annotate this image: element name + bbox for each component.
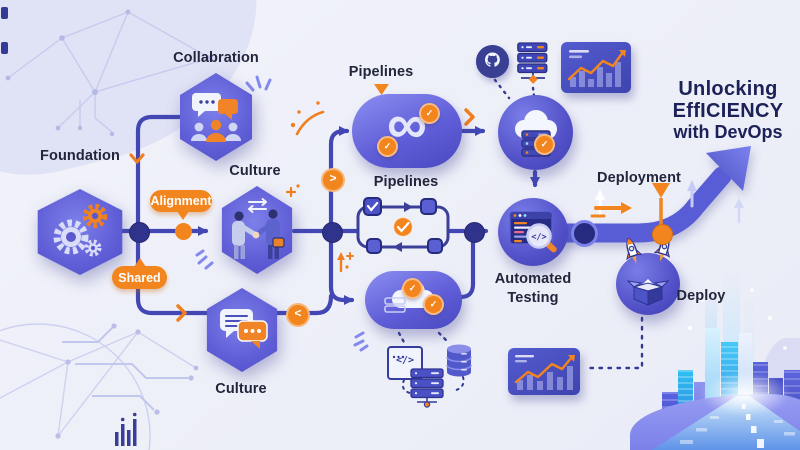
equalizer-bars: [115, 412, 137, 446]
connector-node-cloudpill: [458, 238, 476, 300]
big-arrow: [549, 146, 751, 243]
server-stack-icon: [410, 368, 444, 408]
automated-testing-circle: </>: [498, 198, 568, 266]
code-tag-glyph: </>: [531, 233, 546, 243]
connector-node-up-pipeline: [328, 126, 350, 225]
dashed-links: [397, 78, 644, 394]
check-badge: ✓: [423, 294, 444, 315]
junction-node: [129, 222, 150, 243]
flow-lines: [116, 114, 540, 316]
ring-node: [571, 220, 598, 247]
pipelines-pin: [374, 84, 389, 95]
collaboration-label: Collabration: [173, 50, 259, 66]
deploy-label: Deploy: [676, 288, 726, 304]
alignment-callout: Alignment: [150, 190, 212, 212]
chevron-right-icon: >: [329, 171, 337, 185]
foundation-label: Foundation: [40, 148, 120, 164]
connector-node-down: [328, 237, 355, 305]
chevron-right-badge: >: [321, 168, 345, 192]
deploy-circle: [616, 235, 680, 315]
workflow-loop: [356, 197, 450, 254]
analytics-card-top: [561, 42, 631, 93]
rocket-icon: [626, 237, 643, 264]
cloud-server-icon: [515, 110, 557, 157]
connector-collab-culture: [135, 114, 219, 316]
check-glyph: ✓: [429, 299, 438, 309]
title-line2: EffICIENCY: [672, 100, 784, 122]
orange-fast-arrow: [590, 202, 632, 218]
road-markings: [680, 404, 795, 448]
alignment-node: [175, 223, 192, 240]
analytics-card-bottom: [508, 348, 580, 395]
automated-testing-line2: Testing: [507, 290, 559, 306]
culture-label-top: Culture: [229, 163, 281, 179]
culture-label-bottom: Culture: [215, 381, 267, 397]
check-glyph: ✓: [383, 141, 392, 151]
title-line3: with DevOps: [673, 122, 783, 142]
infinity-pipeline-pill: ∞: [352, 92, 462, 168]
automated-testing-label: Automated Testing: [483, 270, 583, 308]
automated-testing-line1: Automated: [494, 271, 572, 287]
pipelines-label-mid: Pipelines: [373, 174, 439, 190]
shared-callout: Shared: [112, 266, 167, 289]
team-chat-icon: [191, 93, 241, 142]
junction-node: [464, 222, 485, 243]
mesh-top-left: [5, 9, 213, 137]
culture-handshake-hex: [218, 186, 296, 274]
chevron-left-badge: <: [286, 303, 310, 327]
chevron-left-icon: <: [294, 306, 302, 320]
mesh-bottom-left: [0, 323, 199, 450]
circuit-traces: [62, 323, 194, 415]
database-icon: [446, 343, 472, 379]
pipelines-label-top: Pipelines: [348, 64, 414, 80]
culture-chat-hex: [203, 288, 281, 372]
alignment-callout-tail: [177, 211, 189, 220]
edge-chips: [1, 7, 8, 54]
city-stars: [688, 288, 787, 350]
check-badge: ✓: [377, 136, 398, 157]
check-glyph: ✓: [425, 108, 434, 118]
orange-chevrons: [129, 108, 475, 322]
gears-icon: [53, 203, 108, 257]
junction-node: [322, 222, 343, 243]
check-badge: ✓: [534, 134, 555, 155]
check-glyph: ✓: [408, 283, 417, 293]
github-icon: [476, 45, 509, 78]
open-box-icon: [626, 279, 670, 306]
shared-callout-tail: [134, 258, 146, 267]
code-review-icon: </>: [509, 211, 557, 253]
small-up-arrows: [595, 180, 744, 224]
check-badge: ✓: [419, 103, 440, 124]
title-line1: Unlocking: [678, 78, 778, 100]
sparkles-blue: [195, 75, 369, 352]
infinity-icon: ∞: [387, 92, 427, 155]
foundation-hex: [33, 189, 127, 275]
launch-box-icon: [626, 235, 671, 306]
page-title: Unlocking EffICIENCY with DevOps: [648, 78, 800, 143]
server-rack-icon: [517, 42, 548, 74]
cloud-build-circle: [498, 95, 573, 170]
deployment-node: [652, 224, 673, 245]
chat-bubbles-icon: [220, 309, 268, 349]
connector-branch-chat: [265, 293, 334, 316]
deployment-label: Deployment: [597, 170, 681, 186]
check-badge: ✓: [402, 278, 423, 299]
handshake-icon: [232, 198, 285, 259]
sparkles-orange: [285, 101, 354, 273]
code-tag-glyph: </>: [395, 355, 415, 366]
collaboration-hex: [176, 73, 256, 161]
check-glyph: ✓: [540, 139, 549, 149]
